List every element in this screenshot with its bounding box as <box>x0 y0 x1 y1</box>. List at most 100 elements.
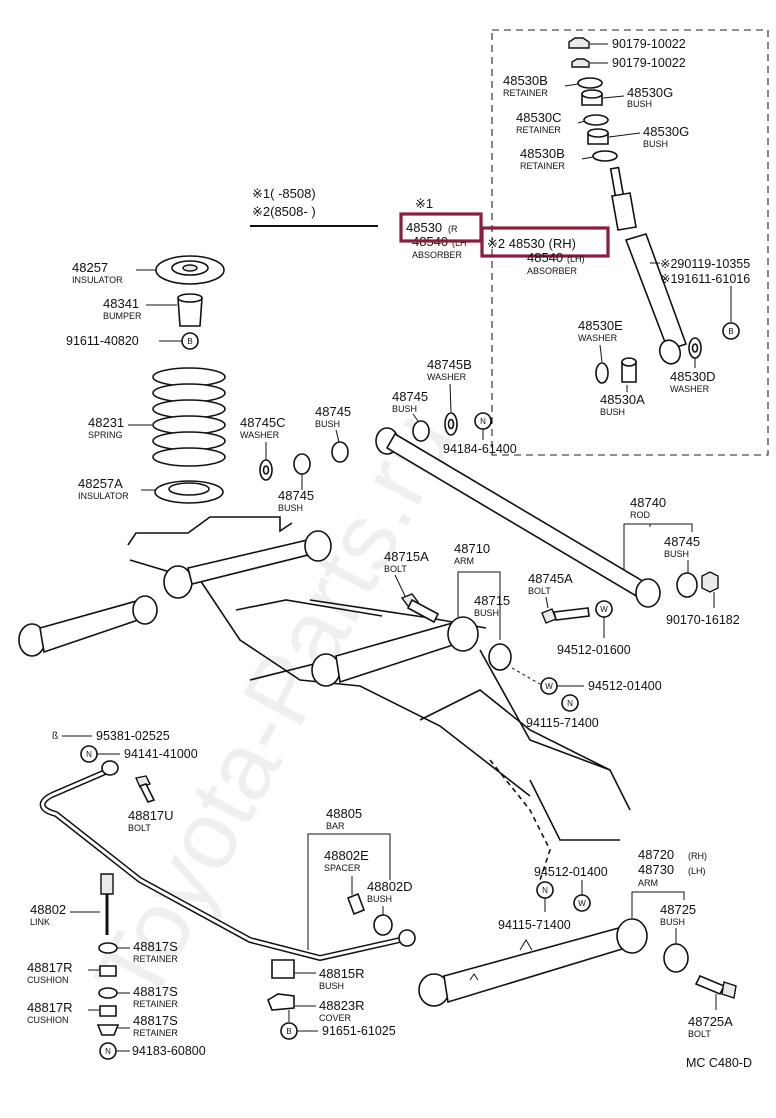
cover-48823r[interactable] <box>267 993 316 1011</box>
label-cover: COVER <box>319 1013 352 1023</box>
label-insulator-2: INSULATOR <box>78 491 129 501</box>
label-48725a: 48725A <box>688 1014 733 1029</box>
retainer-48817s-3[interactable] <box>96 1024 130 1036</box>
retainer-48817s-2[interactable] <box>98 987 130 999</box>
label-rod: ROD <box>630 510 651 520</box>
label-insulator-1: INSULATOR <box>72 275 123 285</box>
label-48530e: 48530E <box>578 318 623 333</box>
n-symbol-94115b: N <box>536 881 554 912</box>
label-91651-61025: 91651-61025 <box>322 1024 396 1038</box>
n-symbol-94183: N <box>99 1042 117 1060</box>
label-48530b-2: 48530B <box>520 146 565 161</box>
label-bush-745-top: BUSH <box>392 404 417 414</box>
bush-48530g-top[interactable] <box>581 89 625 106</box>
svg-text:N: N <box>480 417 486 426</box>
cushion-48817r-2[interactable] <box>88 1005 117 1017</box>
cushion-48817r-1[interactable] <box>88 965 117 977</box>
insulator-48257a[interactable] <box>141 480 224 504</box>
label-bush-top: BUSH <box>627 99 652 109</box>
label-bolt-817u: BOLT <box>128 823 151 833</box>
label-48540-lh-2: 48540 <box>527 250 563 265</box>
bolt-48745a[interactable] <box>541 596 590 624</box>
arm-48710[interactable] <box>311 616 479 687</box>
washer-48745c[interactable] <box>259 442 273 481</box>
washer-48745b[interactable] <box>444 383 458 436</box>
insulator-48257[interactable] <box>136 255 225 285</box>
svg-text:B: B <box>286 1027 291 1036</box>
label-95381-02525: 95381-02525 <box>96 729 170 743</box>
label-94512-01400b: 94512-01400 <box>534 865 608 879</box>
label-94115-71400a: 94115-71400 <box>526 716 599 730</box>
label-48341: 48341 <box>103 296 139 311</box>
label-94512-01600: 94512-01600 <box>557 643 631 657</box>
arm-48720[interactable] <box>418 918 648 1007</box>
bolt-48725a[interactable] <box>694 974 737 1010</box>
bush-48530a[interactable] <box>621 357 637 392</box>
svg-text:N: N <box>567 699 573 708</box>
b-symbol-shock: B <box>722 286 740 340</box>
label-48231: 48231 <box>88 415 124 430</box>
diagram-code: MC C480-D <box>686 1056 752 1070</box>
label-48745-top: 48745 <box>392 389 428 404</box>
label-retainer-817s3: RETAINER <box>133 1028 178 1038</box>
retainer-48530b-second[interactable] <box>581 150 618 162</box>
bush-48745-rod[interactable] <box>676 560 698 598</box>
label-bolt-745a: BOLT <box>528 586 551 596</box>
label-bush-802d: BUSH <box>367 894 392 904</box>
svg-text:N: N <box>105 1047 111 1056</box>
nut-90179-second[interactable] <box>571 58 608 68</box>
label-cushion-1: CUSHION <box>27 975 69 985</box>
retainer-48817s-1[interactable] <box>98 942 130 954</box>
label-bolt-715a: BOLT <box>384 564 407 574</box>
label-spacer: SPACER <box>324 863 361 873</box>
bush-48530g-second[interactable] <box>587 128 641 145</box>
bumper-48341[interactable] <box>146 293 203 327</box>
label-bush-725: BUSH <box>660 917 685 927</box>
bush-48715[interactable] <box>488 643 512 671</box>
label-link: LINK <box>30 917 50 927</box>
bush-48815r[interactable] <box>271 959 316 979</box>
label-washer-745c: WASHER <box>240 430 280 440</box>
b-symbol-91651: B <box>280 1010 298 1040</box>
label-1-91611: ※191611-61016 <box>660 272 750 286</box>
nut-90179-top[interactable] <box>568 37 608 49</box>
bolt-48817u[interactable] <box>135 775 156 803</box>
spacer-48802e[interactable] <box>346 876 366 916</box>
shock-absorber-48530[interactable] <box>609 166 688 367</box>
label-highlight-2: ※2 48530 (RH) <box>487 236 576 251</box>
bush-48745-top[interactable] <box>412 413 430 442</box>
label-48745-low: 48745 <box>278 488 314 503</box>
retainer-48530b-top[interactable] <box>564 77 603 89</box>
lower-arm-left[interactable] <box>18 595 158 657</box>
bolt-48715a[interactable] <box>394 574 440 624</box>
bush-48725[interactable] <box>663 928 689 973</box>
link-48802[interactable] <box>70 873 114 935</box>
label-48715a: 48715A <box>384 549 429 564</box>
washer-48530e[interactable] <box>595 344 609 384</box>
label-48530-r: 48530 <box>406 220 442 235</box>
label-48740: 48740 <box>630 495 666 510</box>
upper-arm-left[interactable] <box>163 530 332 599</box>
stabilizer-bar-48805[interactable] <box>39 760 416 962</box>
svg-text:W: W <box>545 682 553 691</box>
label-arm-710: ARM <box>454 556 474 566</box>
svg-text:N: N <box>86 750 92 759</box>
bush-48745-low[interactable] <box>293 453 311 490</box>
coil-spring-48231[interactable] <box>128 367 226 467</box>
label-absorber-1: ABSORBER <box>412 250 463 260</box>
label-arm-720: ARM <box>638 878 658 888</box>
label-bush-715: BUSH <box>474 608 499 618</box>
retainer-48530c[interactable] <box>577 114 609 126</box>
bush-48745-mid[interactable] <box>331 429 349 463</box>
washer-48530d[interactable] <box>688 337 702 368</box>
nut-90170[interactable] <box>701 571 719 608</box>
label-48817s-3: 48817S <box>133 1013 178 1028</box>
highlight-box-2 <box>480 226 610 258</box>
n-symbol-94141: N <box>80 745 98 763</box>
label-94115-71400b: 94115-71400 <box>498 918 571 932</box>
bush-48802d[interactable] <box>373 906 393 936</box>
label-bolt-725a: BOLT <box>688 1029 711 1039</box>
label-washer-d: WASHER <box>670 384 710 394</box>
lateral-rod-48740[interactable] <box>375 427 661 608</box>
